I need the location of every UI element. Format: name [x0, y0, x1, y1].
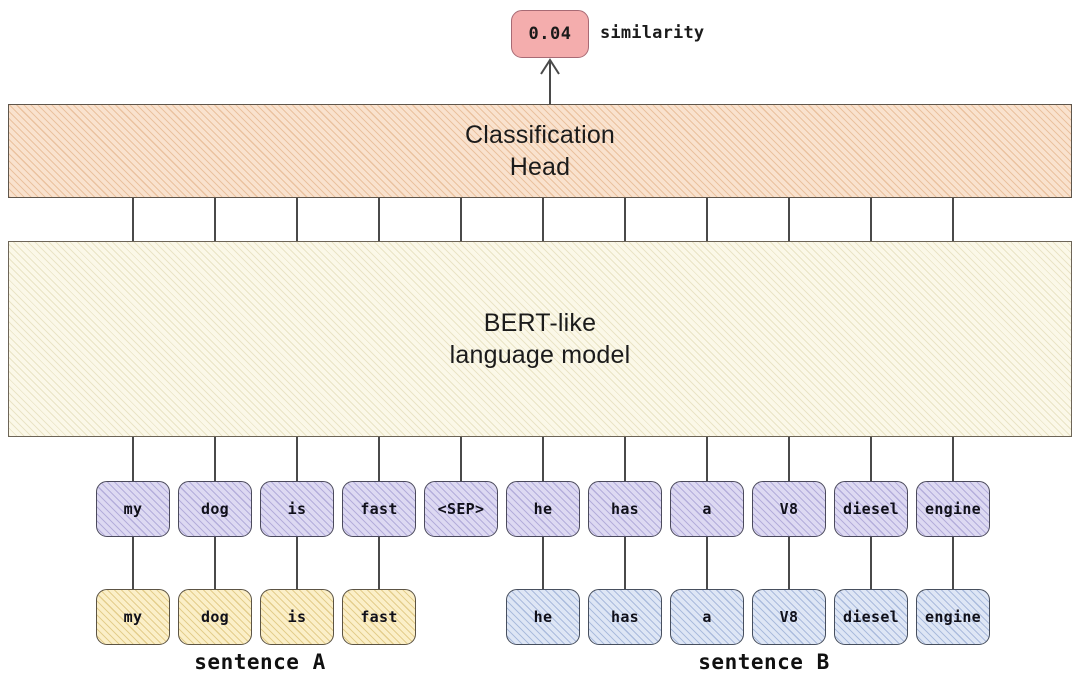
wire-head-to-bert-9 [870, 198, 872, 241]
score-arrow-icon [540, 58, 560, 105]
wire-token-to-sentence-b-3 [788, 537, 790, 589]
classification-head-line1: Classification [464, 121, 616, 149]
sentence-b-token-3: V8 [752, 589, 826, 645]
wire-bert-to-token-10 [952, 437, 954, 481]
wire-bert-to-token-5 [542, 437, 544, 481]
sentence-b-token-0: he [506, 589, 580, 645]
wire-bert-to-token-8 [788, 437, 790, 481]
embedding-token-6: has [588, 481, 662, 537]
wire-token-to-sentence-b-0 [542, 537, 544, 589]
wire-head-to-bert-0 [132, 198, 134, 241]
wire-head-to-bert-4 [460, 198, 462, 241]
sentence-b-token-1: has [588, 589, 662, 645]
embedding-token-10: engine [916, 481, 990, 537]
wire-token-to-sentence-b-5 [952, 537, 954, 589]
wire-bert-to-token-1 [214, 437, 216, 481]
bert-model-line2: language model [449, 341, 631, 369]
embedding-token-5: he [506, 481, 580, 537]
embedding-token-9: diesel [834, 481, 908, 537]
classification-head-line2: Head [509, 153, 571, 181]
wire-token-to-sentence-a-2 [296, 537, 298, 589]
wire-head-to-bert-6 [624, 198, 626, 241]
wire-bert-to-token-7 [706, 437, 708, 481]
wire-head-to-bert-7 [706, 198, 708, 241]
sentence-b-token-4: diesel [834, 589, 908, 645]
wire-bert-to-token-2 [296, 437, 298, 481]
sentence-a-token-2: is [260, 589, 334, 645]
wire-token-to-sentence-a-0 [132, 537, 134, 589]
wire-bert-to-token-6 [624, 437, 626, 481]
wire-bert-to-token-3 [378, 437, 380, 481]
wire-token-to-sentence-b-1 [624, 537, 626, 589]
wire-bert-to-token-4 [460, 437, 462, 481]
embedding-token-8: V8 [752, 481, 826, 537]
wire-token-to-sentence-b-2 [706, 537, 708, 589]
wire-bert-to-token-0 [132, 437, 134, 481]
embedding-token-7: a [670, 481, 744, 537]
wire-head-to-bert-8 [788, 198, 790, 241]
embedding-token-3: fast [342, 481, 416, 537]
wire-head-to-bert-10 [952, 198, 954, 241]
sentence-b-token-5: engine [916, 589, 990, 645]
wire-token-to-sentence-a-3 [378, 537, 380, 589]
sentence-a-caption: sentence A [194, 650, 326, 674]
sentence-b-caption: sentence B [698, 650, 830, 674]
sentence-a-token-0: my [96, 589, 170, 645]
wire-head-to-bert-1 [214, 198, 216, 241]
embedding-token-2: is [260, 481, 334, 537]
bert-model-block: BERT-like language model [8, 241, 1072, 437]
embedding-token-1: dog [178, 481, 252, 537]
wire-token-to-sentence-a-1 [214, 537, 216, 589]
similarity-label: similarity [600, 23, 705, 43]
wire-head-to-bert-5 [542, 198, 544, 241]
sentence-a-token-3: fast [342, 589, 416, 645]
wire-bert-to-token-9 [870, 437, 872, 481]
sentence-a-token-1: dog [178, 589, 252, 645]
embedding-token-0: my [96, 481, 170, 537]
embedding-token-4: <SEP> [424, 481, 498, 537]
wire-head-to-bert-2 [296, 198, 298, 241]
sentence-b-token-2: a [670, 589, 744, 645]
wire-head-to-bert-3 [378, 198, 380, 241]
wire-token-to-sentence-b-4 [870, 537, 872, 589]
similarity-score-box: 0.04 [511, 10, 589, 58]
classification-head-block: Classification Head [8, 104, 1072, 198]
bert-model-line1: BERT-like [483, 309, 597, 337]
